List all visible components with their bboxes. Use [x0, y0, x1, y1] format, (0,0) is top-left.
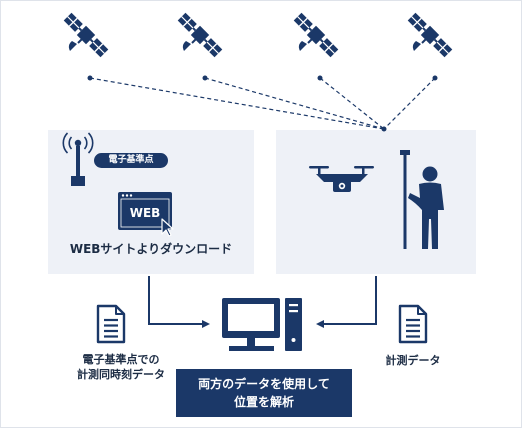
reference-data-label-line2: 計測同時刻データ [77, 368, 165, 381]
result-line1: 両方のデータを使用して [198, 377, 330, 391]
satellite-icon [62, 11, 110, 59]
drone-icon [309, 166, 374, 192]
data-flow-connectors [148, 276, 377, 328]
desktop-computer-icon [222, 298, 302, 351]
cursor-icon [161, 218, 174, 237]
satellite-icon [292, 11, 340, 59]
reference-station-icon [62, 132, 94, 186]
result-line2: 位置を解析 [233, 395, 294, 409]
signal-endpoints [87, 75, 438, 132]
document-icon [398, 304, 428, 344]
web-label: WEB [129, 206, 161, 220]
measurement-data-label: 計測データ [385, 354, 441, 367]
browser-window-icon [118, 192, 172, 230]
reference-data-label: 電子基準点での 計測同時刻データ [46, 352, 196, 382]
reference-data-label-line1: 電子基準点での [82, 353, 160, 366]
survey-pole-icon [400, 150, 410, 249]
download-caption: WEBサイトよりダウンロード [69, 242, 233, 256]
analysis-result-box: 両方のデータを使用して 位置を解析 [176, 369, 352, 417]
satellite-signal-lines [89, 77, 436, 130]
document-icon [96, 304, 126, 344]
survey-person-icon [408, 166, 444, 249]
satellite-icon [406, 11, 454, 59]
reference-station-badge: 電子基準点 [94, 153, 168, 168]
satellite-icon [176, 11, 224, 59]
